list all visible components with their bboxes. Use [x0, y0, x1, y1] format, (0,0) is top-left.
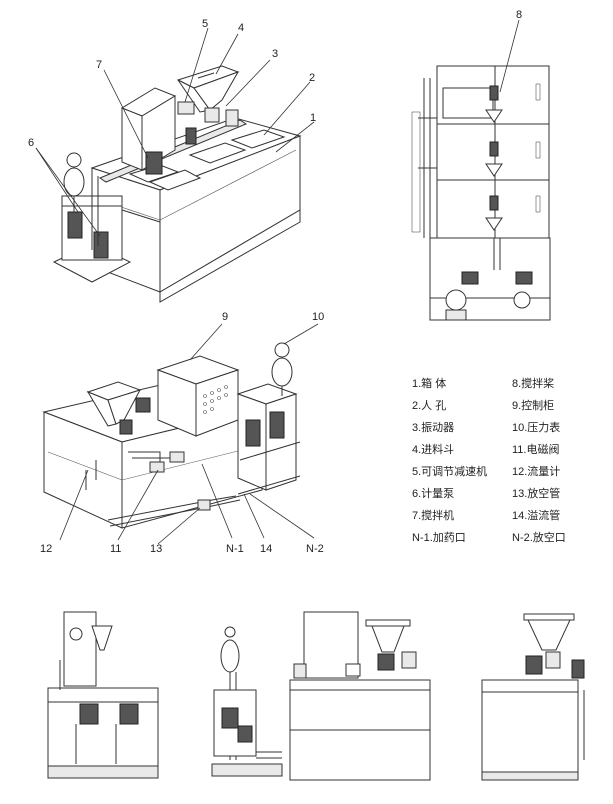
- callout-4: 4: [238, 22, 244, 34]
- bottom-view-end: [481, 613, 585, 781]
- callout-10: 10: [312, 311, 324, 323]
- callout-6: 6: [28, 137, 34, 149]
- callout-2: 2: [309, 72, 315, 84]
- cabinet-indicator-lights: [203, 385, 228, 414]
- bottom-view-pumps-front: [47, 611, 159, 779]
- callout-1: 1: [310, 112, 316, 124]
- legend-item: 4.进料斗: [412, 444, 455, 456]
- legend-item: 3.振动器: [412, 422, 455, 434]
- legend-item: N-1.加药口: [412, 532, 466, 544]
- legend-item: 7.搅拌机: [412, 510, 455, 522]
- callout-9: 9: [222, 311, 228, 323]
- callout-12: 12: [40, 543, 52, 555]
- isometric-view-middle: [42, 323, 319, 545]
- callout-8: 8: [516, 9, 522, 21]
- callout-3: 3: [272, 48, 278, 60]
- legend-item: 1.箱 体: [412, 378, 447, 390]
- legend-item: 8.搅拌桨: [512, 378, 555, 390]
- callout-n2: N-2: [306, 543, 324, 555]
- legend-item: 5.可调节减速机: [412, 466, 488, 478]
- legend-item: 14.溢流管: [512, 510, 561, 522]
- legend-item: 9.控制柜: [512, 400, 555, 412]
- callout-5: 5: [202, 18, 208, 30]
- isometric-view-top: [35, 27, 315, 303]
- legend-item: 6.计量泵: [412, 488, 455, 500]
- bottom-view-pump-side: [211, 626, 283, 777]
- callout-7: 7: [96, 59, 102, 71]
- legend-item: 11.电磁阀: [512, 444, 560, 456]
- bottom-view-long-side: [289, 611, 431, 781]
- legend-item: N-2.放空口: [512, 532, 566, 544]
- callout-n1: N-1: [226, 543, 244, 555]
- callout-11: 11: [110, 543, 121, 555]
- legend-item: 12.流量计: [512, 466, 561, 478]
- front-elevation-view: [411, 19, 551, 321]
- legend-item: 13.放空管: [512, 488, 561, 500]
- legend-item: 2.人 孔: [412, 400, 447, 412]
- callout-13: 13: [150, 543, 162, 555]
- callout-14: 14: [260, 543, 272, 555]
- legend-item: 10.压力表: [512, 422, 561, 434]
- callout-labels: 1 2 3 4 5 7 6 8 9 10 12 11 13 N-1 14 N-2: [28, 9, 522, 555]
